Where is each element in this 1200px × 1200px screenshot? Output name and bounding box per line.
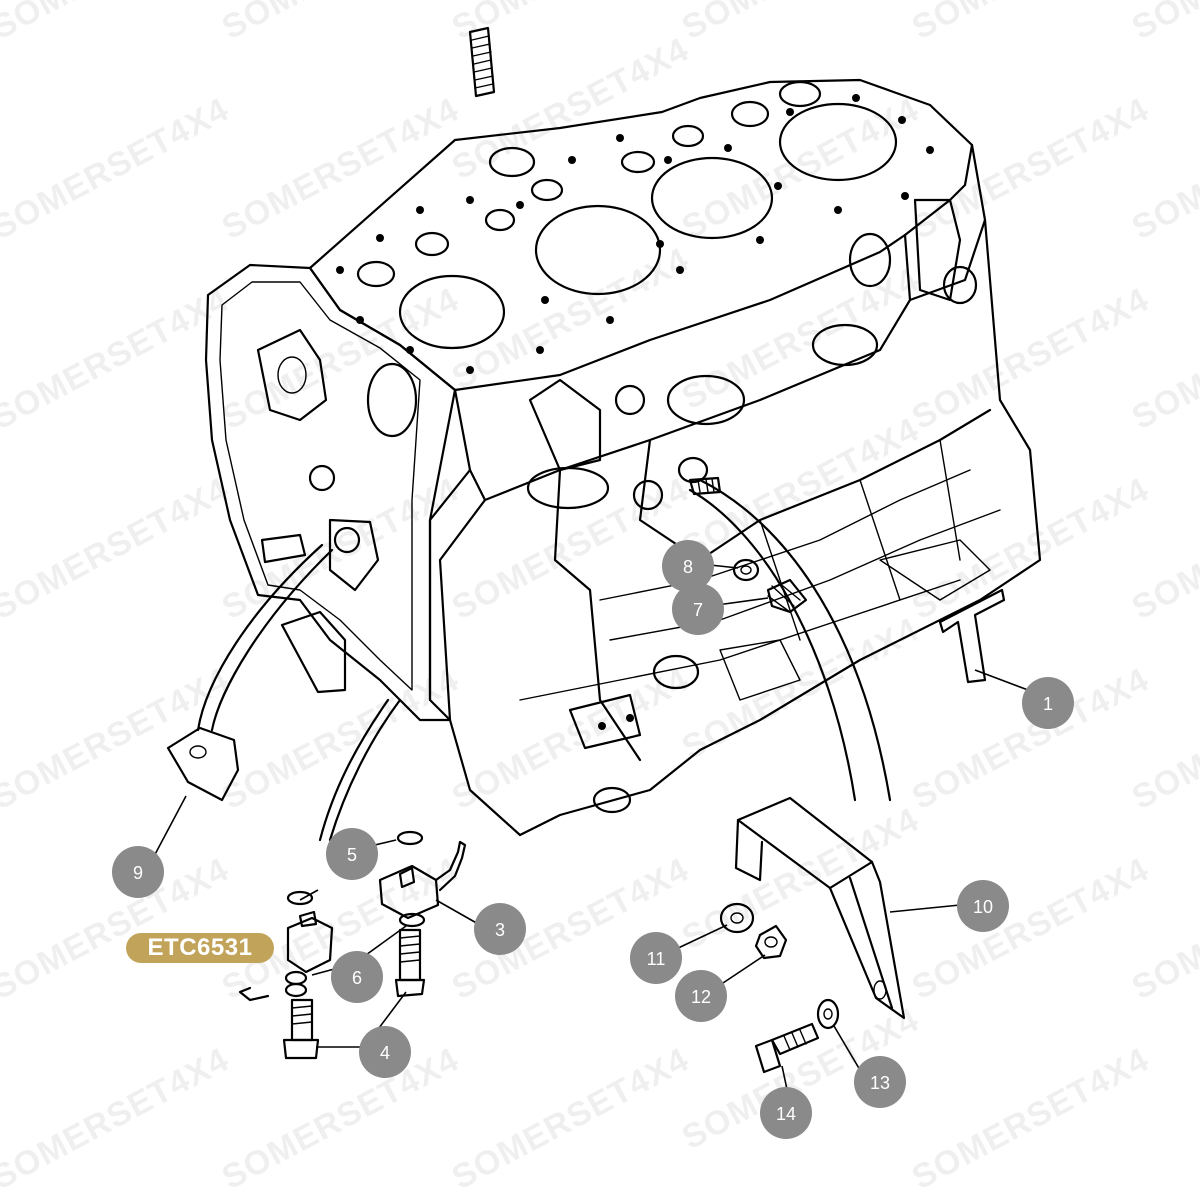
washer-11 (719, 902, 755, 934)
bolt-14 (754, 1022, 820, 1074)
callout-circle (760, 1087, 812, 1139)
watermark-text: SOMERSET4X4 (0, 280, 235, 437)
watermark-text: SOMERSET4X4 (216, 0, 465, 47)
watermark-text: SOMERSET4X4 (906, 280, 1155, 437)
watermark-text: SOMERSET4X4 (906, 1040, 1155, 1197)
callout-circle (112, 846, 164, 898)
watermark-text: SOMERSET4X4 (906, 850, 1155, 1007)
callout-14[interactable]: 14 (760, 1087, 812, 1139)
callout-7[interactable]: 7 (672, 583, 724, 635)
watermark-text: SOMERSET4X4 (906, 470, 1155, 627)
watermark-text: SOMERSET4X4 (216, 470, 465, 627)
callout-10[interactable]: 10 (957, 880, 1009, 932)
callout-circle (1022, 677, 1074, 729)
callout-number: 5 (347, 845, 357, 865)
callout-13[interactable]: 13 (854, 1056, 906, 1108)
watermark-text: SOMERSET4X4 (216, 280, 465, 437)
callout-number: 4 (380, 1043, 390, 1063)
watermark-text: SOMERSET4X4 (906, 90, 1155, 247)
callout-circle (359, 1026, 411, 1078)
callout-12[interactable]: 12 (675, 970, 727, 1022)
watermark-text: SOMERSET4X4 (0, 660, 235, 817)
watermark-text: SOMERSET4X4 (0, 90, 235, 247)
watermark-text: SOMERSET4X4 (1126, 0, 1200, 47)
callout-circle (672, 583, 724, 635)
washers (286, 830, 424, 906)
part-number-tag[interactable]: ETC6531 (126, 933, 274, 963)
callout-number: 10 (973, 897, 993, 917)
callout-circle (957, 880, 1009, 932)
callout-5[interactable]: 5 (326, 828, 378, 880)
callout-number: 14 (776, 1104, 796, 1124)
callout-circle (662, 540, 714, 592)
watermark-text: SOMERSET4X4 (0, 470, 235, 627)
callout-3[interactable]: 3 (474, 903, 526, 955)
t-bracket (938, 588, 1006, 684)
callout-6[interactable]: 6 (331, 951, 383, 1003)
cylinder-head-stud (468, 26, 496, 98)
callout-1[interactable]: 1 (1022, 677, 1074, 729)
callout-number: 11 (647, 949, 666, 969)
callout-circle (474, 903, 526, 955)
watermark-text: SOMERSET4X4 (676, 0, 925, 47)
callout-11[interactable]: 11 (630, 932, 682, 984)
callout-circle (854, 1056, 906, 1108)
watermark-text: SOMERSET4X4 (216, 1040, 465, 1197)
callout-number: 9 (133, 863, 143, 883)
callout-9[interactable]: 9 (112, 846, 164, 898)
watermark-text: SOMERSET4X4 (0, 1040, 235, 1197)
hex-bolts (282, 928, 426, 1060)
oil-pipe-bracket (378, 840, 467, 920)
washer-13 (816, 998, 840, 1030)
watermark-text: SOMERSET4X4 (216, 90, 465, 247)
callout-4[interactable]: 4 (359, 1026, 411, 1078)
cylinder-block (204, 78, 1042, 837)
callout-circle (675, 970, 727, 1022)
callout-number: 3 (495, 920, 505, 940)
callout-circle (331, 951, 383, 1003)
callout-number: 12 (691, 987, 711, 1007)
watermark-text: SOMERSET4X4 (216, 660, 465, 817)
mounting-bracket (734, 796, 906, 1020)
callout-number: 7 (693, 600, 703, 620)
callout-circle (630, 932, 682, 984)
callout-circle (326, 828, 378, 880)
watermark-text: SOMERSET4X4 (676, 800, 925, 957)
watermark-text: SOMERSET4X4 (446, 470, 695, 627)
callout-number: 1 (1043, 694, 1053, 714)
oil-pipes (196, 478, 892, 842)
callout-number: 6 (352, 968, 362, 988)
blanking-plate (166, 726, 240, 802)
callout-number: 8 (683, 557, 693, 577)
etc6531-part (238, 910, 426, 1002)
sealing-washer (732, 558, 760, 582)
nut-12 (754, 924, 788, 960)
callout-8[interactable]: 8 (662, 540, 714, 592)
watermark-text: SOMERSET4X4 (0, 0, 235, 47)
watermark-text: SOMERSET4X4 (446, 660, 695, 817)
watermark-text: SOMERSET4X4 (446, 1040, 695, 1197)
watermark-text: SOMERSET4X4 (906, 0, 1155, 47)
callout-number: 13 (870, 1073, 890, 1093)
